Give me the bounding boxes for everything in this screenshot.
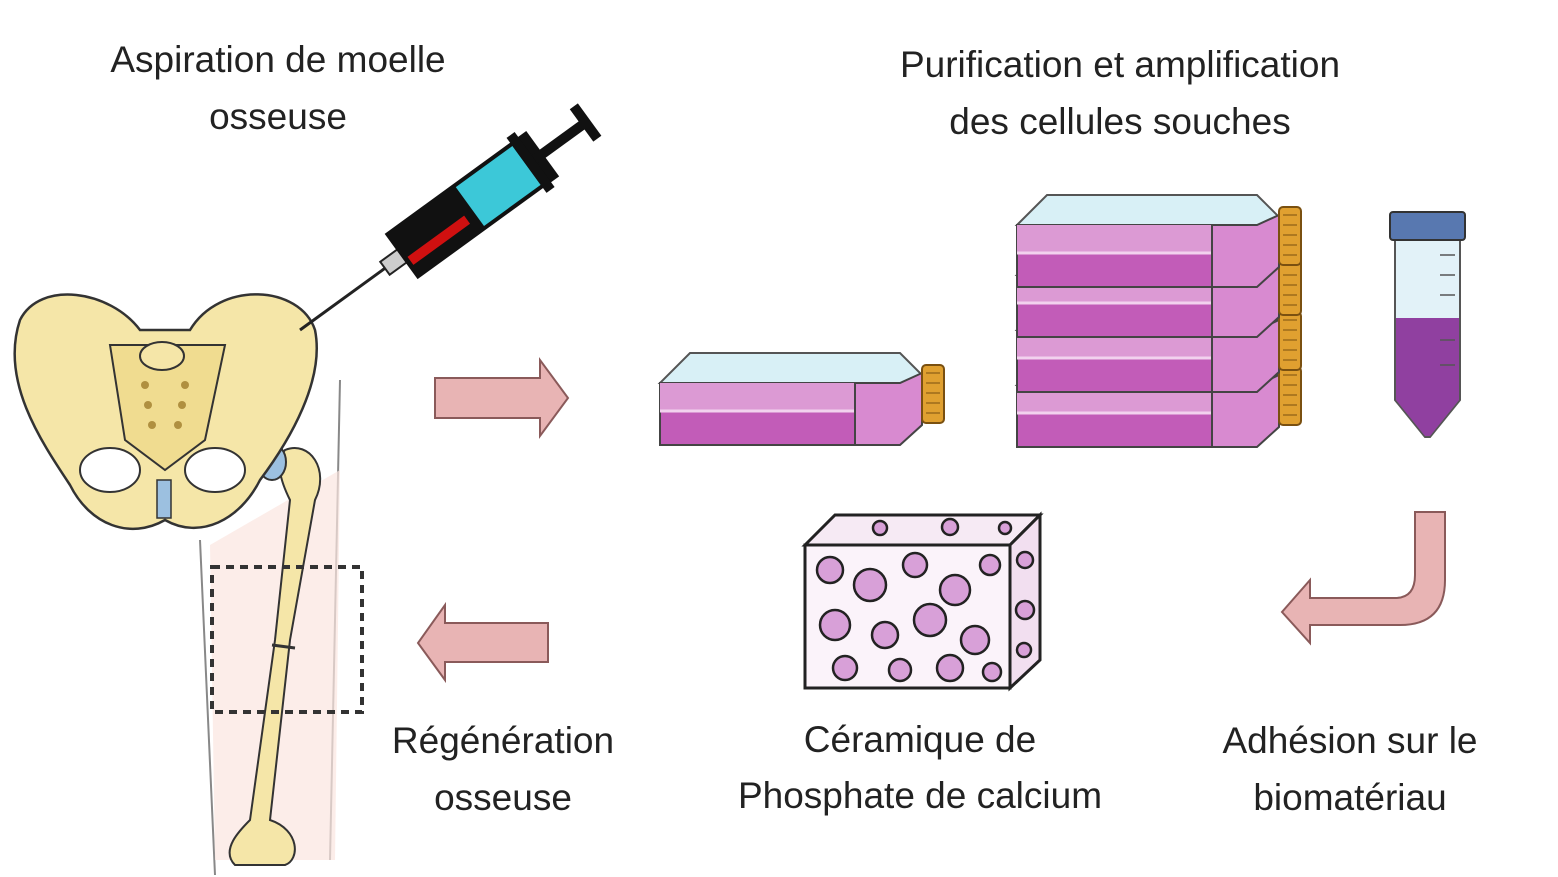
label-line: Céramique de <box>804 719 1036 760</box>
label-line: biomatériau <box>1253 777 1446 818</box>
label-line: Aspiration de moelle <box>110 39 445 80</box>
arrow-right <box>434 356 570 440</box>
fracture-region-box <box>210 565 364 714</box>
ceramic-scaffold-icon <box>801 511 1044 692</box>
culture-flask-icon <box>658 351 946 447</box>
pelvis-icon <box>13 293 318 530</box>
label-line: Phosphate de calcium <box>738 775 1102 816</box>
stacked-culture-flasks-icon <box>1015 193 1303 449</box>
label-line: osseuse <box>209 96 347 137</box>
syringe-icon <box>299 103 602 332</box>
label-line: des cellules souches <box>949 101 1290 142</box>
label-line: Régénération <box>392 720 614 761</box>
femur-icon <box>228 447 322 866</box>
label-adhesion: Adhésion sur le biomatériau <box>1222 720 1477 818</box>
label-line: Adhésion sur le <box>1222 720 1477 761</box>
centrifuge-tube-icon <box>1389 211 1466 438</box>
label-aspiration: Aspiration de moelle osseuse <box>110 39 445 137</box>
leg-illustration <box>199 379 364 876</box>
label-purification: Purification et amplification des cellul… <box>900 44 1340 142</box>
arrow-left <box>416 601 549 684</box>
label-line: osseuse <box>434 777 572 818</box>
label-line: Purification et amplification <box>900 44 1340 85</box>
label-ceramique: Céramique de Phosphate de calcium <box>738 719 1102 816</box>
label-regeneration: Régénération osseuse <box>392 720 614 818</box>
arrow-curved-down-left <box>1280 511 1446 646</box>
